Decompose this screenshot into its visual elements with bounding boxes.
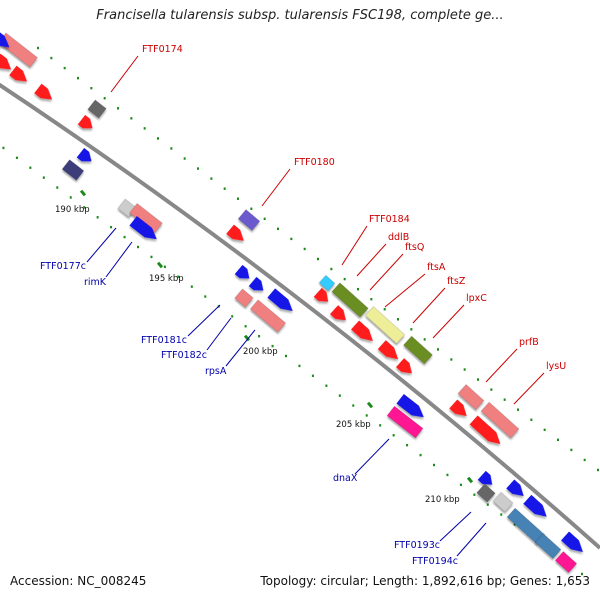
- gene-label-forward[interactable]: prfB: [519, 337, 539, 348]
- gene-block[interactable]: [403, 335, 433, 365]
- gene-label-forward[interactable]: FTF0180: [294, 157, 335, 168]
- scale-tick-major: [366, 401, 374, 409]
- gene-label-reverse[interactable]: rimK: [84, 277, 107, 288]
- leader-line: [86, 227, 117, 263]
- gene-label-forward[interactable]: FTF0174: [142, 44, 183, 55]
- gene-arrow[interactable]: [313, 287, 332, 306]
- gene-arrow[interactable]: [267, 288, 296, 315]
- gene-label-forward[interactable]: ddlB: [388, 232, 409, 243]
- gene-arrow[interactable]: [248, 276, 267, 295]
- gene-label-forward[interactable]: ftsA: [427, 262, 446, 273]
- leader-line: [432, 304, 465, 339]
- gene-block[interactable]: [476, 483, 496, 503]
- leader-line: [261, 168, 291, 207]
- leader-line: [206, 317, 232, 351]
- gene-block[interactable]: [237, 209, 261, 231]
- leader-line: [110, 55, 139, 93]
- gene-block[interactable]: [534, 533, 562, 559]
- gene-arrow[interactable]: [0, 27, 13, 52]
- gene-label-reverse[interactable]: rpsA: [205, 366, 227, 377]
- leader-line: [412, 287, 446, 324]
- scale-tick-major: [79, 189, 87, 197]
- gene-block[interactable]: [318, 274, 336, 292]
- gene-arrow[interactable]: [129, 216, 160, 244]
- gene-block[interactable]: [492, 491, 514, 513]
- leader-line: [187, 304, 221, 337]
- scale-ticks: [2, 46, 599, 576]
- gene-label-reverse[interactable]: dnaX: [333, 473, 358, 484]
- gene-arrow[interactable]: [506, 479, 527, 501]
- gene-arrow[interactable]: [76, 147, 95, 166]
- tick-row-inner: [2, 146, 583, 576]
- gene-block[interactable]: [457, 384, 485, 410]
- gene-arrow[interactable]: [377, 340, 402, 364]
- gene-label-forward[interactable]: ftsZ: [447, 276, 466, 287]
- scale-tick-major: [466, 476, 474, 484]
- accession-text: Accession: NC_008245: [10, 574, 147, 588]
- gene-arrow[interactable]: [226, 224, 248, 246]
- gene-label-forward[interactable]: ftsQ: [405, 242, 424, 253]
- gene-block[interactable]: [554, 551, 578, 573]
- gene-arrow[interactable]: [469, 415, 505, 448]
- genome-summary-text: Topology: circular; Length: 1,892,616 bp…: [260, 574, 590, 588]
- gene-block[interactable]: [87, 99, 107, 119]
- leader-line: [341, 225, 368, 266]
- leader-line: [369, 253, 404, 291]
- gene-label-reverse[interactable]: FTF0193c: [394, 540, 440, 551]
- gene-label-reverse[interactable]: FTF0177c: [40, 261, 86, 272]
- leader-line: [513, 372, 545, 405]
- gene-label-reverse[interactable]: FTF0182c: [161, 350, 207, 361]
- scale-label: 210 kbp: [425, 495, 460, 505]
- gene-label-forward[interactable]: lysU: [546, 361, 566, 372]
- leader-line: [105, 241, 133, 278]
- scale-label: 205 kbp: [336, 420, 371, 430]
- leader-line: [439, 511, 472, 542]
- scale-label: 200 kbp: [243, 347, 278, 357]
- scale-tick-major: [156, 261, 164, 269]
- gene-label-forward[interactable]: lpxC: [466, 293, 487, 304]
- scale-tick-major: [243, 334, 251, 342]
- map-title: Francisella tularensis subsp. tularensis…: [96, 8, 504, 23]
- gene-arrow[interactable]: [523, 494, 550, 521]
- tick-row-outer: [37, 46, 599, 472]
- label-leader-lines: [86, 55, 545, 557]
- gene-block[interactable]: [250, 299, 286, 333]
- leader-line: [456, 522, 487, 557]
- gene-arrow[interactable]: [77, 114, 96, 133]
- genome-backbone: [0, 82, 600, 550]
- gene-arrow[interactable]: [396, 358, 416, 378]
- gene-block[interactable]: [365, 306, 405, 344]
- gene-arrow[interactable]: [0, 53, 15, 75]
- gene-label-forward[interactable]: FTF0184: [369, 214, 410, 225]
- gene-arrow[interactable]: [477, 470, 496, 489]
- gene-arrow[interactable]: [561, 531, 587, 557]
- leader-line: [485, 348, 518, 383]
- leader-line: [225, 329, 256, 367]
- gene-arrow[interactable]: [351, 320, 377, 346]
- gene-block[interactable]: [331, 282, 369, 318]
- gene-arrow[interactable]: [330, 305, 350, 325]
- gene-features: [0, 27, 587, 573]
- gene-block[interactable]: [386, 405, 424, 439]
- gene-block[interactable]: [61, 159, 85, 181]
- leader-line: [356, 243, 387, 277]
- gene-arrow[interactable]: [9, 65, 31, 87]
- gene-arrow[interactable]: [396, 394, 427, 422]
- leader-line: [354, 438, 390, 475]
- gene-block[interactable]: [234, 288, 254, 308]
- scale-label: 190 kbp: [55, 205, 90, 215]
- gene-label-reverse[interactable]: FTF0194c: [412, 556, 458, 567]
- leader-line: [384, 273, 426, 308]
- scale-label: 195 kbp: [149, 274, 184, 284]
- gene-arrow[interactable]: [449, 399, 470, 421]
- gene-block[interactable]: [480, 401, 520, 439]
- gene-arrow[interactable]: [234, 264, 253, 283]
- gene-label-reverse[interactable]: FTF0181c: [141, 335, 187, 346]
- gene-arrow[interactable]: [34, 83, 56, 105]
